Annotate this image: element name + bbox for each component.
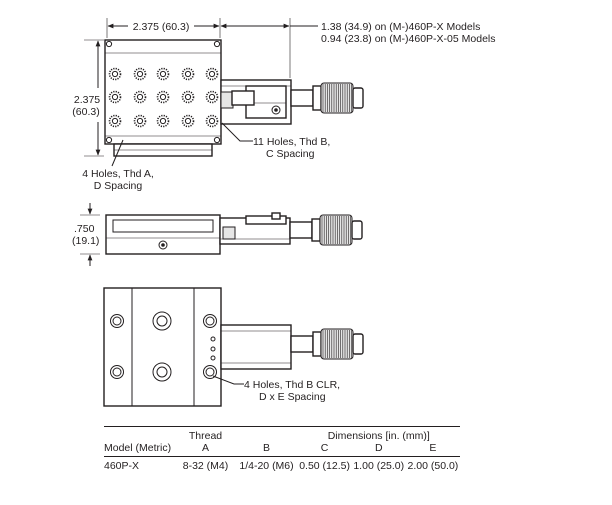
stage-body-side <box>105 214 221 255</box>
stage-body-top <box>104 39 222 145</box>
height-dimension-value: 2.375 <box>74 94 100 106</box>
threaded-hole <box>108 67 122 81</box>
threaded-hole <box>108 114 122 128</box>
header-model: Model (Metric) <box>104 442 176 457</box>
threaded-hole <box>108 90 122 104</box>
top-holes-label-line2: C Spacing <box>266 148 315 160</box>
header-a: A <box>175 442 236 457</box>
threaded-hole <box>133 90 147 104</box>
width-dimension-label: 2.375 (60.3) <box>133 21 190 33</box>
corner-holes-leader <box>111 139 124 167</box>
top-holes-label-line1: 11 Holes, Thd B, <box>253 136 330 148</box>
threaded-hole <box>181 67 195 81</box>
micrometer-top <box>231 82 364 114</box>
side-view <box>80 203 363 266</box>
threaded-hole <box>156 67 170 81</box>
bottom-holes-label-line1: 4 Holes, Thd B CLR, <box>244 379 340 391</box>
micrometer-knurl <box>322 330 352 358</box>
threaded-hole <box>133 114 147 128</box>
spec-table: Thread Dimensions [in. (mm)] Model (Metr… <box>104 426 460 472</box>
micrometer-side <box>289 214 363 246</box>
threaded-hole <box>181 90 195 104</box>
micrometer-bottom <box>290 328 364 360</box>
cell-d: 1.00 (25.0) <box>353 460 405 472</box>
cell-e: 2.00 (50.0) <box>407 460 459 472</box>
bottom-view <box>103 287 364 407</box>
top-view <box>84 18 364 167</box>
cell-model: 460P-X <box>104 460 140 472</box>
corner-holes-label-line1: 4 Holes, Thd A, <box>82 168 154 180</box>
extension-label-line2: 0.94 (23.8) on (M-)460P-X-05 Models <box>321 33 496 45</box>
spec-table-header-row: Model (Metric) A B C D E <box>104 442 460 457</box>
carriage-extension-bottom <box>220 324 292 370</box>
bottom-holes-label-line2: D x E Spacing <box>259 391 326 403</box>
threaded-hole <box>156 90 170 104</box>
cell-a: 8-32 (M4) <box>182 460 229 472</box>
threaded-hole <box>205 90 219 104</box>
group-thread-header: Thread <box>188 430 223 442</box>
header-d: D <box>351 442 406 457</box>
cell-b: 1/4-20 (M6) <box>239 460 294 472</box>
height-dimension-metric: (60.3) <box>72 106 99 118</box>
threaded-hole <box>205 114 219 128</box>
corner-holes-label-line2: D Spacing <box>94 180 143 192</box>
extension-label-line1: 1.38 (34.9) on (M-)460P-X Models <box>321 21 480 33</box>
top-holes-leader <box>221 122 253 142</box>
clearance-holes-bottom <box>110 314 217 379</box>
threaded-hole <box>205 67 219 81</box>
micrometer-knurl <box>321 216 351 244</box>
threaded-hole-grid <box>108 67 219 128</box>
side-height-value: .750 <box>74 223 95 235</box>
corner-holes-top <box>105 40 221 144</box>
group-dimensions-header: Dimensions [in. (mm)] <box>327 430 430 442</box>
header-e: E <box>405 442 460 457</box>
carriage-extension-side <box>219 212 291 245</box>
header-c: C <box>297 442 352 457</box>
threaded-hole <box>156 114 170 128</box>
micrometer-knurl <box>322 84 352 112</box>
header-b: B <box>235 442 298 457</box>
bottom-holes-leader <box>212 375 244 385</box>
threaded-hole <box>133 67 147 81</box>
table-row: 460P-X 8-32 (M4) 1/4-20 (M6) 0.50 (12.5)… <box>104 457 460 473</box>
spec-table-group-row: Thread Dimensions [in. (mm)] <box>104 427 460 443</box>
center-bosses-bottom <box>152 311 172 382</box>
cell-c: 0.50 (12.5) <box>299 460 350 472</box>
side-height-metric: (19.1) <box>72 235 99 247</box>
stage-body-bottom <box>103 287 222 407</box>
small-holes-bottom <box>210 336 216 361</box>
threaded-hole <box>181 114 195 128</box>
